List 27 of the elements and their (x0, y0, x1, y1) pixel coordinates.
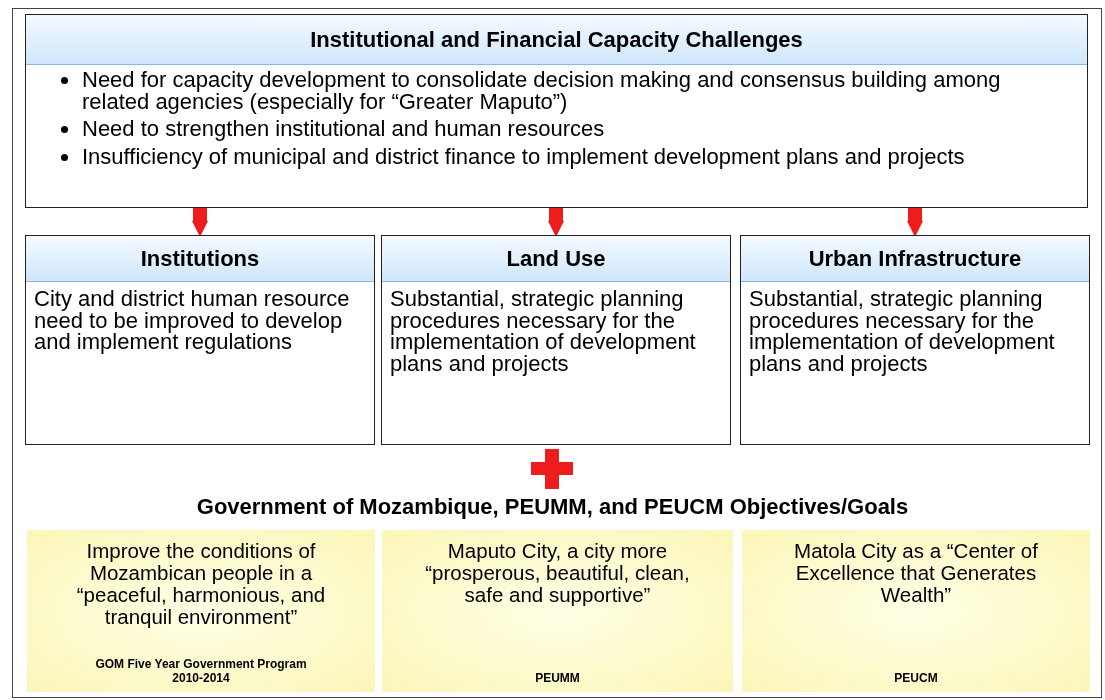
source-text: PEUMM (534, 672, 581, 686)
arrow (548, 208, 564, 237)
source-text: PEUCM (893, 672, 939, 686)
goal-text: Improve the conditions of Mozambican people in a “peaceful, harmonious, and tranquil environment” (75, 538, 327, 629)
box-heading: Institutions (26, 236, 374, 282)
box-heading: Urban Infrastructure (741, 236, 1089, 282)
arrow (192, 208, 208, 237)
box-heading: Land Use (382, 236, 730, 282)
challenge-box (740, 235, 1090, 445)
body-text: Substantial, strategic planning procedures necessary for the implementation of development plans and projects (389, 285, 697, 378)
challenge-box (25, 14, 1088, 208)
goal-text: Matola City as a “Center of Excellence that Generates Wealth” (793, 538, 1039, 607)
bullet-text: Insufficiency of municipal and district finance to implement development plans and projects (82, 145, 966, 168)
section-heading: Government of Mozambique, PEUMM, and PEUCM Objectives/Goals (195, 494, 910, 520)
body-text: City and district human resource need to be improved to develop and implement regulations (33, 285, 351, 357)
goal-text: Maputo City, a city more “prosperous, beautiful, clean, safe and supportive” (424, 538, 691, 607)
goal-panel (382, 530, 733, 692)
body-text: Substantial, strategic planning procedures necessary for the implementation of development plans and projects (748, 285, 1056, 378)
source-text: GOM Five Year Government Program 2010-2014 (94, 658, 308, 686)
challenge-box (25, 235, 375, 445)
bullet-text: Need to strengthen institutional and human resources (82, 118, 606, 140)
goal-panel (742, 530, 1090, 692)
arrow (907, 208, 923, 237)
box-heading: Institutional and Financial Capacity Challenges (26, 15, 1087, 65)
challenge-box (381, 235, 731, 445)
goal-panel (27, 530, 375, 692)
bullet-text: Need for capacity development to consolidate decision making and consensus building among related agencies (especially for “Greater Maputo”) (82, 69, 1002, 113)
